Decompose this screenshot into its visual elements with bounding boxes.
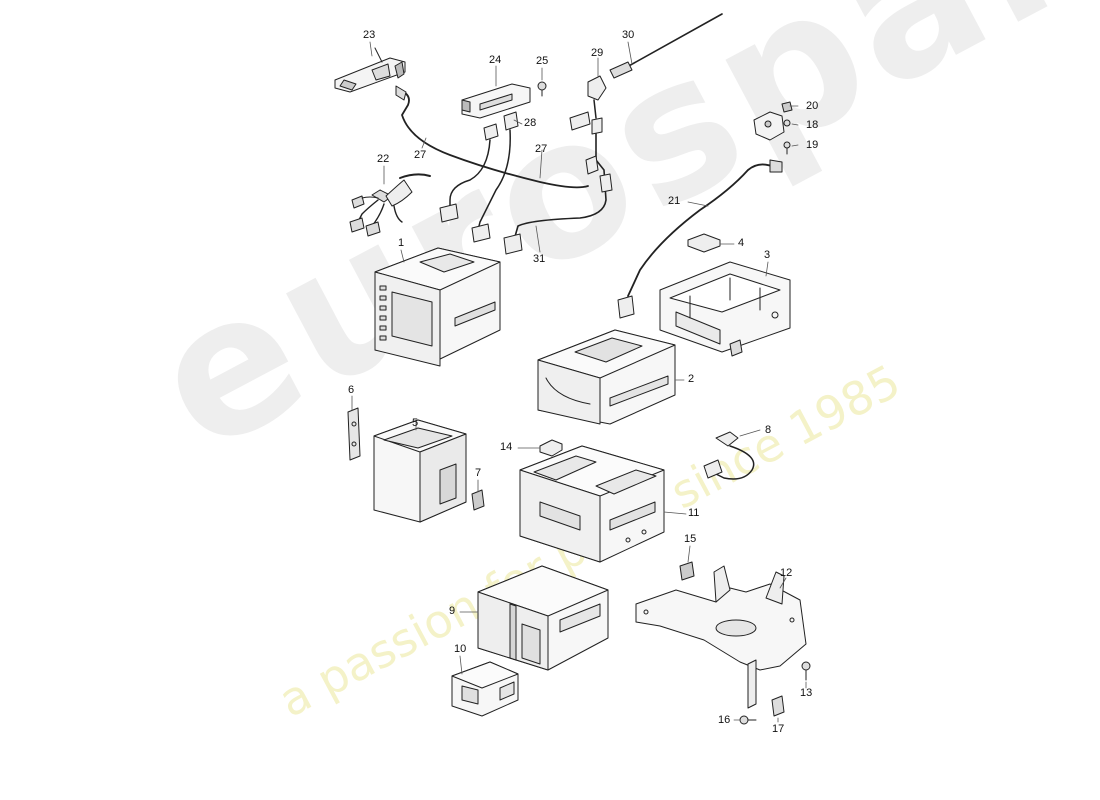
callout-18: 18: [806, 119, 819, 131]
part-13-screw: [801, 661, 811, 681]
part-22-wiring-loom: [349, 173, 431, 237]
callout-28: 28: [524, 117, 537, 129]
callout-10: 10: [454, 643, 467, 655]
callout-14: 14: [500, 441, 513, 453]
part-5-control-module: [373, 419, 467, 523]
part-14-clip: [539, 439, 563, 457]
part-19-screw: [783, 141, 791, 155]
part-16-screw: [739, 715, 757, 725]
callout-2: 2: [688, 373, 695, 385]
callout-5: 5: [412, 417, 419, 429]
callout-29: 29: [591, 47, 604, 59]
callout-21: 21: [668, 195, 681, 207]
part-8-cable: [703, 431, 755, 480]
part-28-connectors: [439, 111, 519, 243]
callout-15: 15: [684, 533, 697, 545]
part-7-clip: [471, 489, 485, 511]
part-11-cage: [519, 445, 665, 563]
callout-8: 8: [765, 424, 772, 436]
part-2-drive-unit: [537, 329, 676, 425]
callout-24: 24: [489, 54, 502, 66]
part-15-clip: [679, 561, 695, 581]
callout-19: 19: [806, 139, 819, 151]
part-3-mounting-frame: [659, 261, 791, 357]
part-24-control-unit: [461, 83, 531, 119]
leader-lines: [351, 41, 807, 723]
callout-17: 17: [772, 723, 785, 735]
callout-16: 16: [718, 714, 731, 726]
part-9-cd-changer: [477, 565, 609, 671]
callout-27-right: 27: [535, 143, 548, 155]
callout-13: 13: [800, 687, 813, 699]
part-4-bracket: [687, 233, 721, 253]
callout-31: 31: [533, 253, 546, 265]
callout-12: 12: [780, 567, 793, 579]
callout-6: 6: [348, 384, 355, 396]
part-1-head-unit: [374, 247, 501, 367]
callout-9: 9: [449, 605, 456, 617]
part-29-amplifier: [569, 75, 607, 135]
callout-7: 7: [475, 467, 482, 479]
callout-30: 30: [622, 29, 635, 41]
callout-20: 20: [806, 100, 819, 112]
callout-22: 22: [377, 153, 390, 165]
callout-3: 3: [764, 249, 771, 261]
part-31-cable: [503, 133, 613, 255]
part-21-cable: [627, 163, 777, 297]
part-30-antenna-rod: [609, 13, 723, 79]
part-18-gps-antenna: [753, 111, 791, 141]
part-17-clip: [771, 695, 785, 717]
part-6-bracket-strip: [347, 407, 361, 461]
part-23-antenna-module: [334, 47, 406, 93]
callout-1: 1: [398, 237, 405, 249]
callout-23: 23: [363, 29, 376, 41]
part-25-screw: [537, 81, 547, 97]
part-27-cable: [399, 89, 589, 189]
callout-11: 11: [688, 507, 700, 519]
part-12-bracket-plate: [635, 565, 807, 709]
callout-27-left: 27: [414, 149, 427, 161]
part-20-clip: [781, 101, 793, 113]
part-10-cd-magazine: [451, 661, 519, 717]
callout-25: 25: [536, 55, 549, 67]
callout-4: 4: [738, 237, 745, 249]
